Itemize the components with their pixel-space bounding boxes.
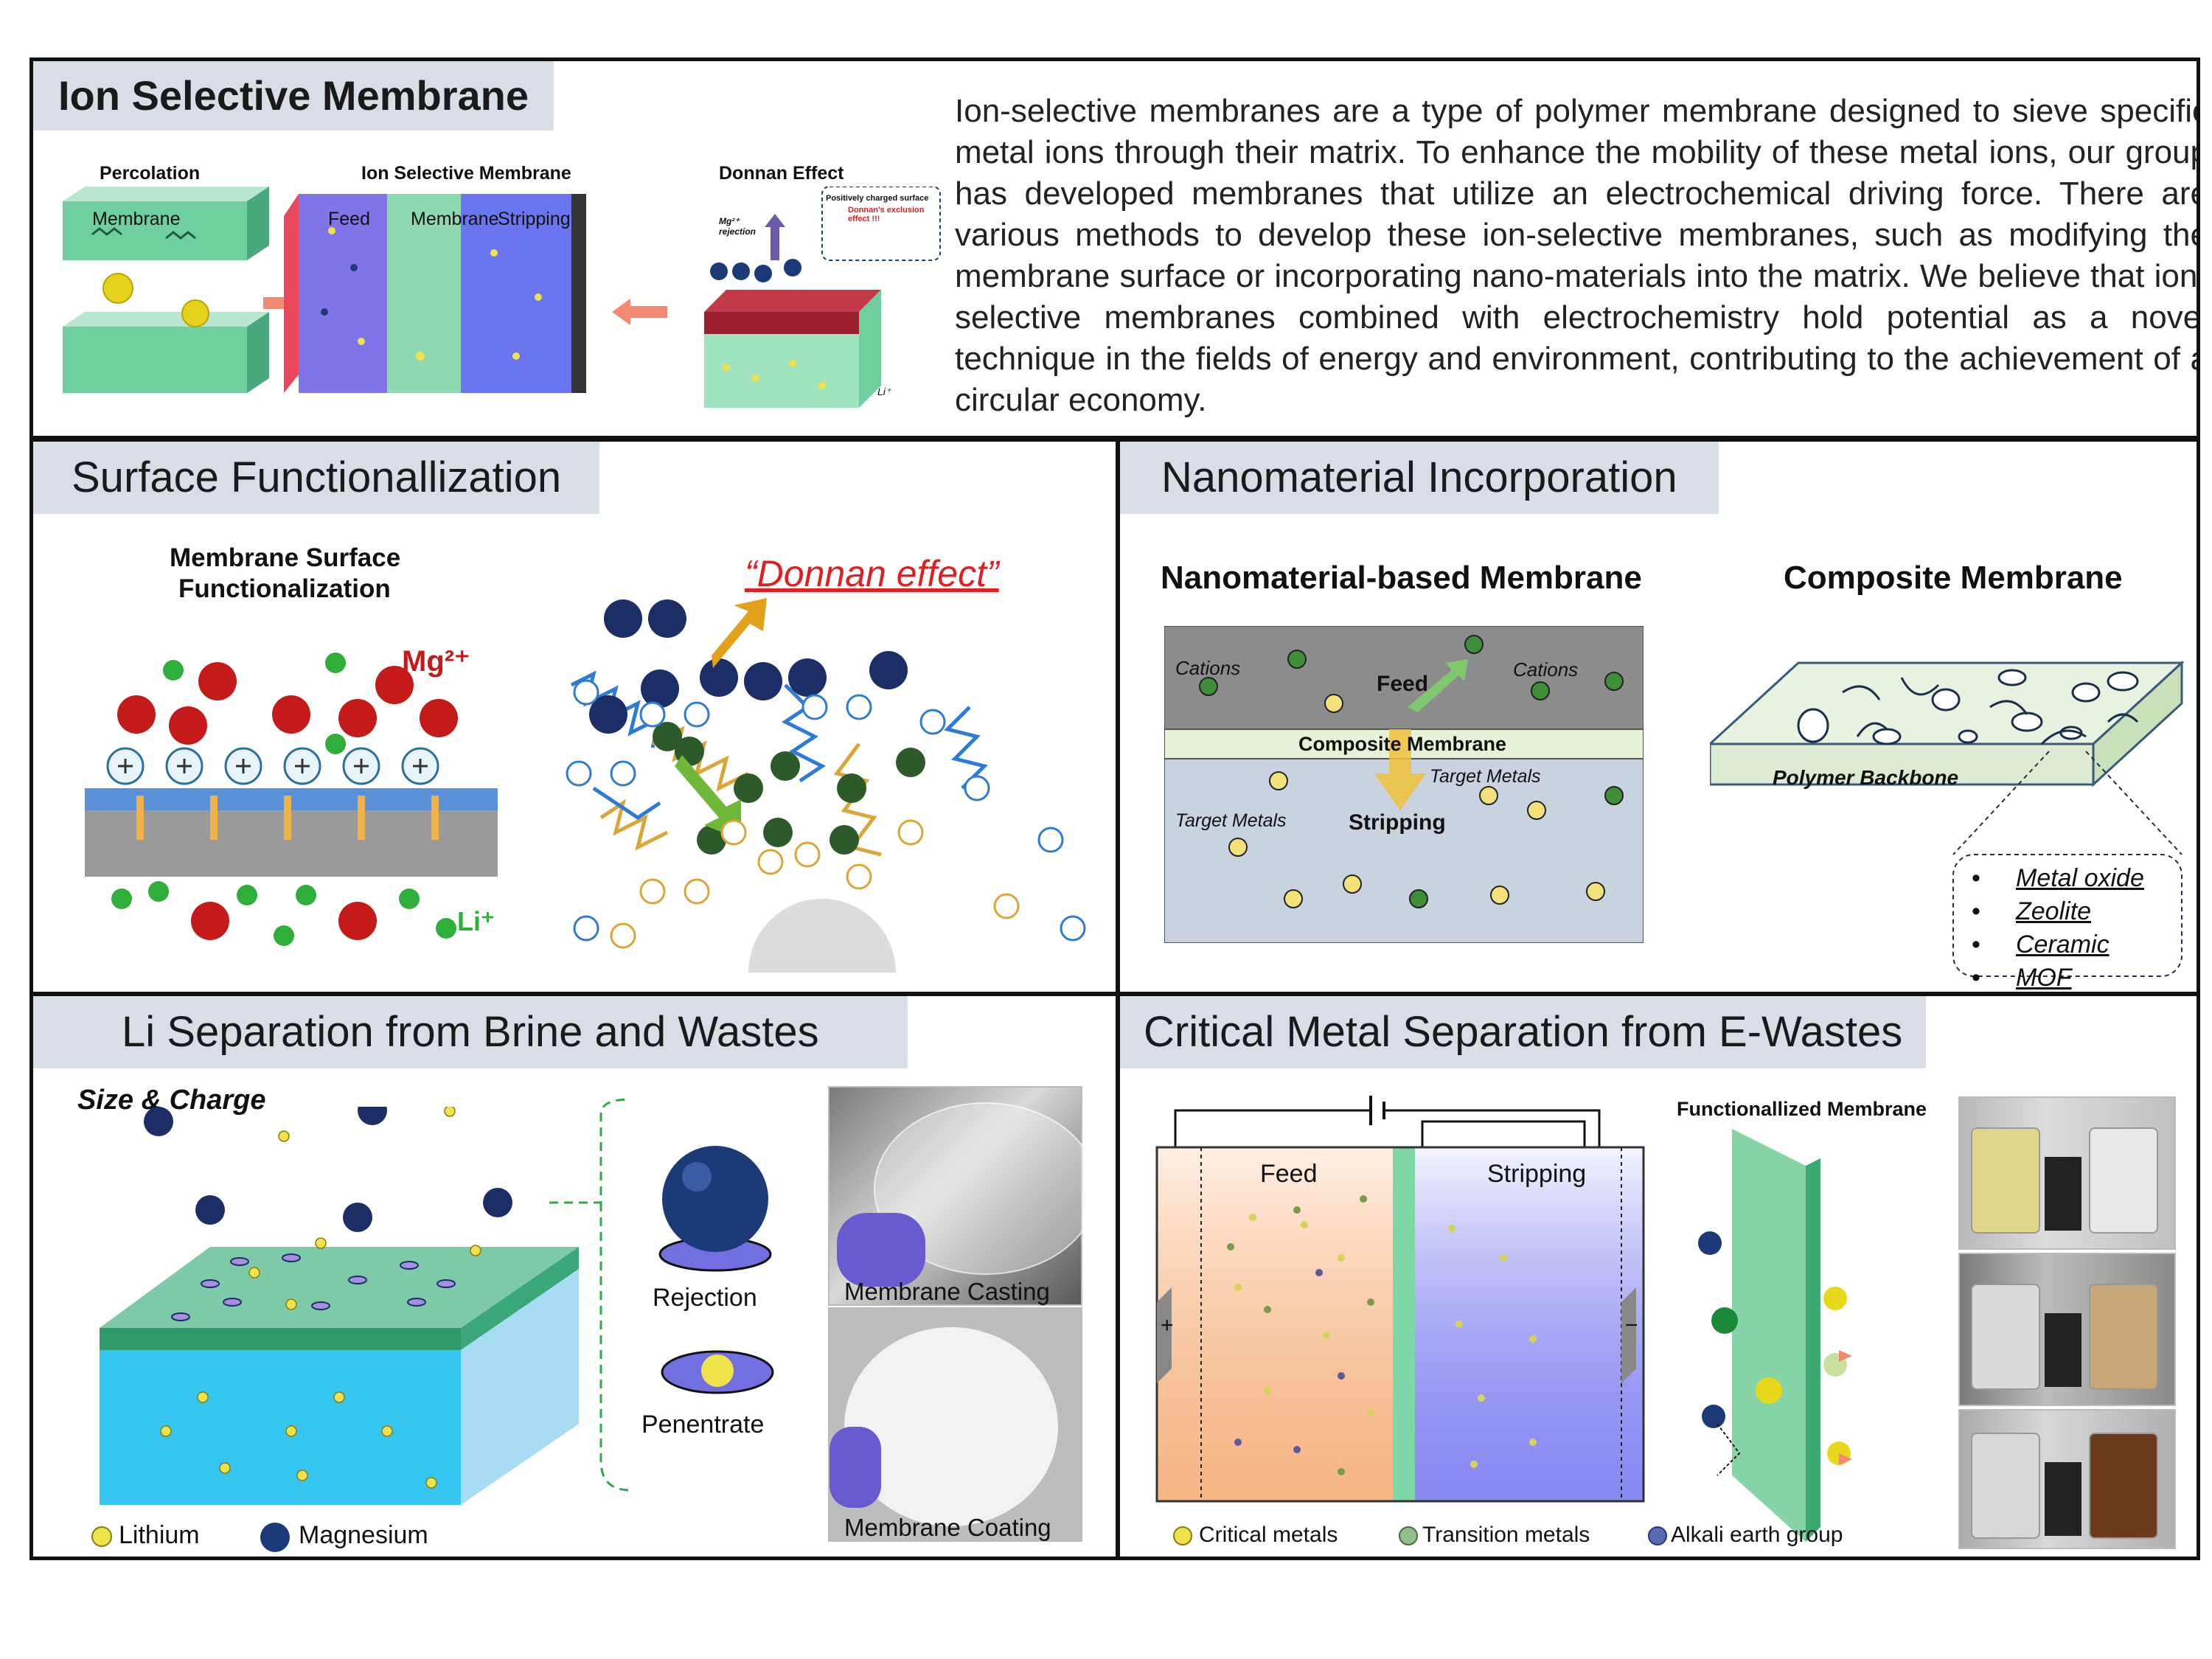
functionalized-membrane-diagram [1698,1129,1852,1542]
surface-functionalization-diagram [85,653,498,946]
target-metals-left-label: Target Metals [1175,810,1287,831]
ism-stripping-label: Stripping [498,209,571,229]
nano-panel-title: Nanomaterial Incorporation [1120,442,1719,514]
ism-feed-label: Feed [328,209,370,229]
composite-membrane-diagram [1710,660,2185,977]
cell-stripping-label: Stripping [1487,1160,1587,1188]
material-item: •Ceramic [1972,931,2110,959]
surface-subtitle-line2: Functionalization [178,574,391,603]
experiment-photo-1 [1958,1096,2176,1250]
jar [1971,1127,2040,1234]
material-item: •Zeolite [1972,897,2092,925]
jar [2089,1433,2158,1539]
anode-plus-label: + [1161,1313,1174,1338]
donnan-rejection-label: Mg²⁺ rejection [719,216,757,237]
glove [830,1427,881,1508]
rejection-label: Rejection [653,1284,757,1312]
composite-membrane-label: Composite Membrane [1298,733,1507,755]
nano-right-heading: Composite Membrane [1784,560,2123,596]
ism-membrane-label: Membrane [411,209,499,229]
nano-left-heading: Nanomaterial-based Membrane [1161,560,1642,596]
nanomaterial-membrane-diagram [1164,626,1644,943]
ism-diagram [284,194,586,393]
donnan-effect-label: “Donnan effect” [745,553,999,594]
rejection-ion-icon [658,1146,772,1272]
donnan-polymer-diagram [566,598,1086,973]
membrane-casting-label: Membrane Casting [844,1278,1050,1305]
membrane-coating-photo [828,1307,1082,1542]
jar [1971,1433,2040,1539]
donnan-li-label: Li⁺ [877,386,891,397]
jar [2089,1284,2158,1390]
electrochemical-cell-diagram [1155,1096,1645,1503]
material-item: •MOF [1972,964,2072,992]
surface-subtitle-line1: Membrane Surface [170,543,401,572]
target-metals-right-label: Target Metals [1430,766,1541,787]
transition-metals-legend-icon [1399,1526,1418,1545]
size-charge-label: Size & Charge [77,1085,266,1116]
li-ion-label: Li⁺ [457,906,495,936]
clamp [2045,1313,2081,1387]
coating-disc [844,1327,1058,1526]
surface-panel-title: Surface Functionallization [33,442,600,514]
clamp [2045,1462,2081,1536]
cathode-minus-label: − [1625,1313,1638,1338]
nanomaterial-incorporation-panel: Nanomaterial Incorporation Nanomaterial-… [1116,438,2200,995]
lithium-legend-icon [91,1526,112,1547]
li-membrane-block-diagram [100,1107,579,1505]
glove [837,1213,925,1287]
functionalized-membrane-label: Functionallized Membrane [1677,1098,1927,1120]
ion-selective-membrane-panel: Ion Selective Membrane Percolation Membr… [29,58,2200,439]
membrane-casting-photo [828,1086,1098,1306]
material-item: •Metal oxide [1972,864,2144,892]
cations-left-label: Cations [1175,657,1241,679]
polymer-backbone-label: Polymer Backbone [1773,766,1959,789]
lithium-legend-label: Lithium [119,1521,200,1549]
feed-label: Feed [1377,672,1429,696]
critical-metals-legend-icon [1173,1526,1192,1545]
donnan-effect-title: Donnan Effect [719,163,844,184]
donnan-exclusion-label: Donnan's exclusion effect !!! [848,206,925,223]
mg-ion-label: Mg²⁺ [402,645,470,678]
transition-metals-legend-label: Transition metals [1422,1523,1590,1547]
penetrate-ion-icon [661,1350,774,1394]
clamp [2045,1157,2081,1231]
experiment-photo-2 [1958,1253,2176,1406]
percolation-diagram [63,187,269,393]
magnesium-legend-label: Magnesium [299,1521,428,1549]
donnan-surface-label: Positively charged surface [826,194,929,203]
membrane-coating-label: Membrane Coating [844,1514,1051,1541]
stripping-label: Stripping [1349,810,1446,835]
ism-description-paragraph: Ion-selective membranes are a type of po… [955,93,2200,418]
penetrate-label: Penentrate [641,1411,765,1439]
ism-diagram-title: Ion Selective Membrane [361,163,571,184]
zoom-bracket [549,1098,631,1492]
magnesium-legend-icon [260,1523,290,1552]
jar [1971,1284,2040,1390]
arrow-left-icon [612,299,667,325]
alkali-earth-legend-icon [1648,1526,1667,1545]
donnan-diagram [704,187,941,408]
cell-feed-label: Feed [1260,1160,1318,1188]
critical-metal-panel: Critical Metal Separation from E-Wastes … [1116,992,2200,1560]
li-separation-panel: Li Separation from Brine and Wastes Size… [29,992,1119,1560]
experiment-photo-3 [1958,1409,2176,1549]
composite-material-list: •Metal oxide •Zeolite •Ceramic •MOF [1972,862,2144,992]
cations-right-label: Cations [1513,658,1579,681]
ism-panel-title: Ion Selective Membrane [33,61,554,131]
surface-functionalization-panel: Surface Functionallization Membrane Surf… [29,438,1119,995]
critical-panel-title: Critical Metal Separation from E-Wastes [1120,996,1927,1068]
critical-metals-legend-label: Critical metals [1199,1523,1338,1547]
percolation-membrane-label: Membrane [92,209,181,229]
percolation-title: Percolation [100,163,201,184]
jar [2089,1127,2158,1234]
alkali-earth-legend-label: Alkali earth group [1671,1523,1843,1547]
li-panel-title: Li Separation from Brine and Wastes [33,996,908,1068]
